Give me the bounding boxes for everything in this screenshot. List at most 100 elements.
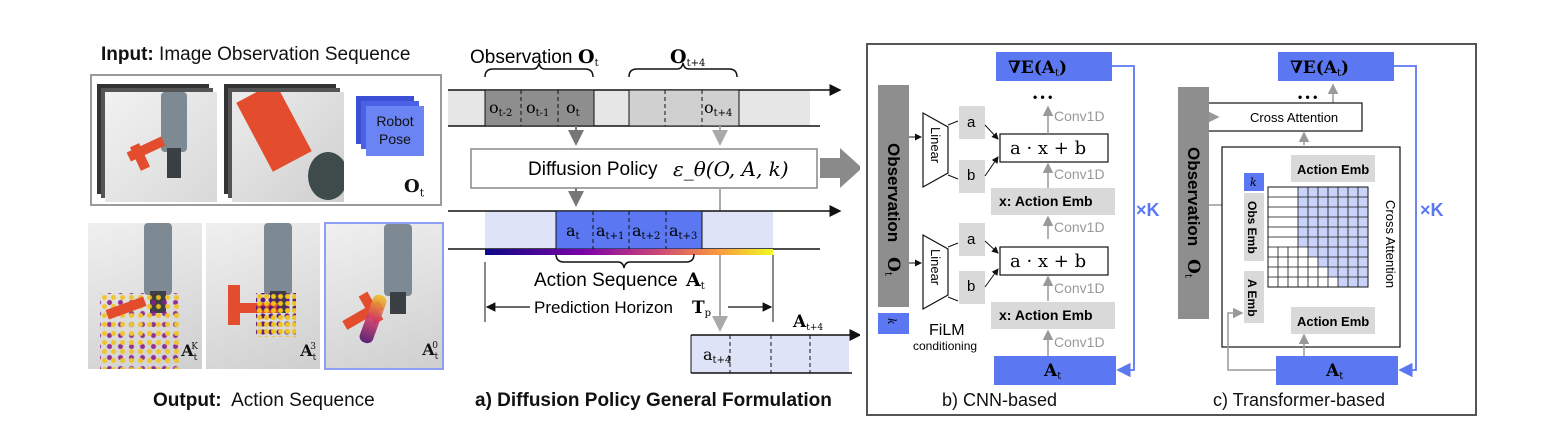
svg-text:a: a bbox=[967, 114, 976, 131]
robot-pose-label-2: Pose bbox=[379, 131, 411, 147]
plasma-colorbar bbox=[485, 249, 773, 255]
robot-pose-label-1: Robot bbox=[376, 113, 414, 129]
obs-cell-t-1: ot-1 bbox=[526, 98, 549, 119]
action-cell-t2: at+2 bbox=[632, 221, 660, 242]
cnn-loop-arrow bbox=[1112, 65, 1135, 378]
svg-text:k: k bbox=[1250, 176, 1257, 189]
input-title-bold: Input: bbox=[101, 44, 154, 65]
tf-obs-emb bbox=[1244, 193, 1264, 261]
svg-text:Conv1D: Conv1D bbox=[1054, 280, 1105, 296]
action-image-3: At0 bbox=[324, 222, 444, 370]
svg-text:b: b bbox=[967, 278, 975, 295]
action-image-2: At3 bbox=[206, 223, 320, 369]
cnn-dots: • • • bbox=[1033, 90, 1052, 104]
svg-text:k: k bbox=[885, 318, 898, 325]
svg-text:∇E(At): ∇E(At) bbox=[1290, 58, 1349, 79]
svg-text:A Emb: A Emb bbox=[1245, 279, 1259, 317]
cnn-action-emb-lower bbox=[991, 302, 1115, 329]
tf-cross-attention-vertical: Cross Attention bbox=[1383, 200, 1398, 288]
action-label-k: AtK bbox=[181, 340, 198, 363]
svg-text:Linear: Linear bbox=[928, 249, 943, 286]
action-sequence-label: Action Sequence bbox=[534, 270, 678, 291]
cnn-k-box bbox=[878, 313, 909, 334]
obs-image-stack-2 bbox=[224, 84, 344, 202]
output-title-bold: Output: bbox=[153, 390, 222, 411]
cnn-a-upper bbox=[959, 106, 985, 139]
obs-t4-brace bbox=[628, 62, 738, 78]
action-seq-symbol: At bbox=[685, 269, 705, 292]
obs-cells-box bbox=[484, 89, 595, 127]
svg-text:Action Emb: Action Emb bbox=[1297, 314, 1369, 329]
svg-text:b: b bbox=[967, 167, 975, 184]
transformer-diagram: ∇E(At) • • • Cross Attention Observation… bbox=[1178, 52, 1444, 385]
robot-pose-stack: Robot Pose bbox=[356, 96, 436, 166]
svg-text:a · x + b: a · x + b bbox=[1010, 138, 1086, 159]
obs-t-symbol: Ot bbox=[578, 46, 599, 69]
tf-attention-mask bbox=[1267, 186, 1369, 288]
cnn-observation-label: Observation bbox=[884, 143, 903, 242]
obs-symbol: Ot bbox=[404, 176, 425, 200]
caption-c: c) Transformer-based bbox=[1213, 390, 1386, 410]
tf-observation-label: Observation bbox=[1184, 147, 1203, 246]
svg-text:Cross Attention: Cross Attention bbox=[1250, 110, 1338, 125]
obs-image-stack-1 bbox=[97, 84, 217, 202]
output-title: Output: Action Sequence bbox=[153, 390, 375, 412]
cnn-linear-upper bbox=[922, 111, 949, 189]
svg-text:Conv1D: Conv1D bbox=[1054, 108, 1105, 124]
obs-t4-symbol: Ot+4 bbox=[670, 46, 705, 69]
svg-text:Conv1D: Conv1D bbox=[1054, 166, 1105, 182]
diffusion-formulation-diagram: Observation Ot Ot+4 ot-2 ot-1 ot ot+4 Di… bbox=[448, 46, 860, 374]
action-seq-brace bbox=[555, 253, 695, 269]
input-title: Input: Image Observation Sequence bbox=[101, 44, 410, 66]
film-label: FiLM bbox=[929, 322, 965, 339]
a-t4-symbol: At+4 bbox=[792, 312, 823, 333]
svg-text:Action Emb: Action Emb bbox=[1297, 162, 1369, 177]
tf-a-emb bbox=[1244, 271, 1264, 323]
robot-image-1 bbox=[105, 92, 217, 202]
film-conditioning-label: conditioning bbox=[913, 339, 977, 353]
cnn-observation-symbol: Ot bbox=[882, 257, 903, 276]
input-frame bbox=[90, 74, 442, 206]
tf-grad-box bbox=[1278, 52, 1394, 81]
tf-observation-bar bbox=[1178, 87, 1209, 319]
observation-label: Observation bbox=[470, 47, 572, 68]
tf-observation-symbol: Ot bbox=[1182, 259, 1203, 278]
cnn-at-box bbox=[994, 356, 1116, 385]
tf-k-box bbox=[1244, 173, 1264, 191]
tf-loop-arrow bbox=[1394, 65, 1417, 378]
svg-text:Obs Emb: Obs Emb bbox=[1245, 201, 1259, 254]
svg-text:At: At bbox=[1043, 361, 1061, 382]
tf-cross-attention-box bbox=[1205, 102, 1363, 132]
action-cells-box bbox=[555, 210, 703, 250]
action-cell-t3: at+3 bbox=[669, 221, 697, 242]
tf-action-emb-bottom bbox=[1291, 307, 1375, 334]
horizon-symbol: Tp bbox=[692, 298, 711, 319]
cnn-b-upper bbox=[959, 160, 985, 193]
action-image-1: AtK bbox=[88, 223, 202, 369]
cnn-film-lower bbox=[999, 246, 1109, 276]
action-label-0: At0 bbox=[422, 339, 439, 362]
tf-dots: • • • bbox=[1298, 90, 1317, 104]
svg-text:At: At bbox=[1325, 361, 1343, 382]
cnn-a-lower bbox=[959, 223, 985, 256]
svg-text:x: Action Emb: x: Action Emb bbox=[999, 193, 1093, 209]
obs-cell-t4: ot+4 bbox=[704, 98, 732, 119]
obs-brace bbox=[484, 62, 594, 78]
a-t4-cell: at+4 bbox=[703, 345, 731, 366]
wrist-image bbox=[232, 92, 344, 202]
action-label-3: At3 bbox=[300, 340, 317, 363]
tf-at-box bbox=[1276, 356, 1398, 385]
obs-cell-t: ot bbox=[566, 98, 580, 119]
tf-action-emb-top bbox=[1291, 155, 1375, 182]
caption-a: a) Diffusion Policy General Formulation bbox=[475, 390, 832, 411]
input-title-rest: Image Observation Sequence bbox=[159, 44, 411, 65]
action-cell-t: at bbox=[566, 221, 580, 242]
obs-cell-t-2: ot-2 bbox=[489, 98, 512, 119]
svg-text:x: Action Emb: x: Action Emb bbox=[999, 307, 1093, 323]
horizon-label: Prediction Horizon bbox=[534, 298, 673, 317]
svg-text:∇E(At): ∇E(At) bbox=[1008, 58, 1067, 79]
cnn-film-upper bbox=[999, 133, 1109, 163]
cnn-linear-lower bbox=[922, 233, 949, 311]
diffusion-policy-box bbox=[470, 148, 818, 189]
svg-text:Conv1D: Conv1D bbox=[1054, 219, 1105, 235]
